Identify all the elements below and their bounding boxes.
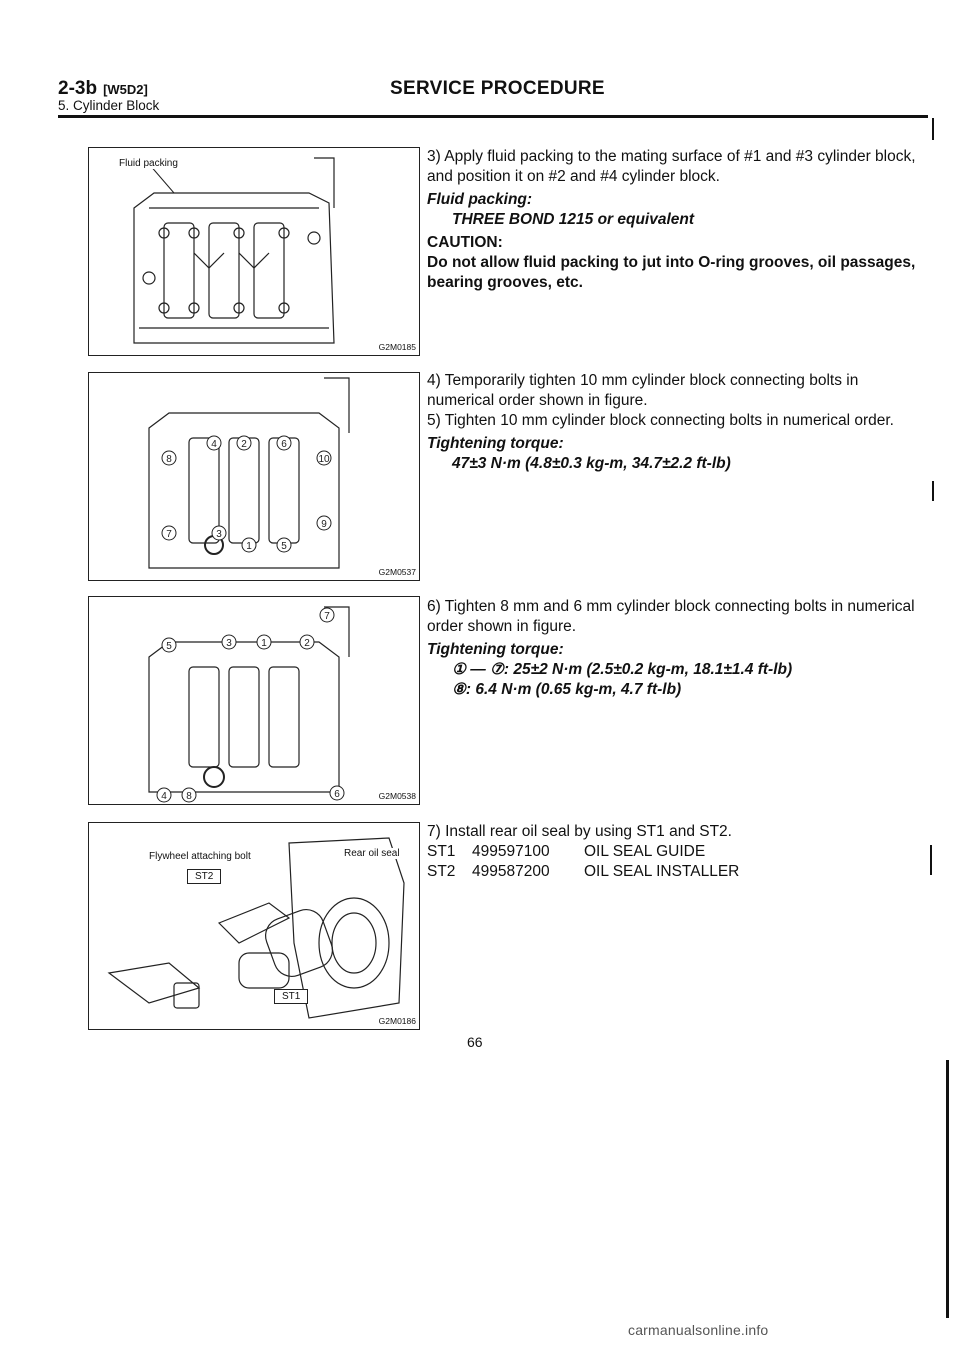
figure-rear-oil-seal: Flywheel attaching bolt Rear oil seal ST… <box>88 822 420 1030</box>
tool-id: ST1 <box>427 843 456 860</box>
tool-name: OIL SEAL INSTALLER <box>584 863 740 880</box>
step-7: 7) Install rear oil seal by using ST1 an… <box>427 822 927 882</box>
step-5-text: 5) Tighten 10 mm cylinder block connecti… <box>427 412 894 429</box>
tool-row: ST1 499597100 OIL SEAL GUIDE <box>427 842 927 862</box>
bolt-number: 4 <box>211 439 217 450</box>
bolt-number: 8 <box>166 454 172 465</box>
caution-label: CAUTION: <box>427 234 503 251</box>
tool-part: 499597100 <box>472 843 550 860</box>
cylinder-block-diagram-2: 8 4 2 6 10 7 3 1 5 9 <box>148 377 350 569</box>
section-tag: [W5D2] <box>103 82 148 97</box>
cylinder-block-diagram-3: 7 5 3 1 2 4 8 6 <box>148 606 350 803</box>
torque-label: Tightening torque: <box>427 435 564 452</box>
tool-id: ST2 <box>427 863 456 880</box>
oil-seal-install-diagram <box>107 837 405 1019</box>
spec-label: Fluid packing: <box>427 191 533 208</box>
section-code: 2-3b[W5D2] <box>58 78 148 99</box>
label-flywheel-bolt: Flywheel attaching bolt <box>149 851 251 862</box>
tool-row: ST2 499587200 OIL SEAL INSTALLER <box>427 862 927 882</box>
bolt-number: 6 <box>281 439 287 450</box>
bolt-number: 3 <box>226 638 232 649</box>
figure-code: G2M0537 <box>378 567 416 577</box>
tool-part: 499587200 <box>472 863 550 880</box>
margin-mark <box>930 845 932 875</box>
torque-value: 47±3 N·m (4.8±0.3 kg-m, 34.7±2.2 ft-lb) <box>452 455 731 472</box>
step-3: 3) Apply fluid packing to the mating sur… <box>427 147 927 293</box>
step-6: 6) Tighten 8 mm and 6 mm cylinder block … <box>427 597 927 700</box>
bolt-number: 4 <box>161 791 167 802</box>
section-subtitle: 5. Cylinder Block <box>58 98 160 113</box>
label-st2: ST2 <box>187 869 222 884</box>
bolt-number: 2 <box>304 638 310 649</box>
bolt-number: 8 <box>186 791 192 802</box>
figure-code: G2M0538 <box>378 791 416 801</box>
bolt-number: 10 <box>318 454 330 465</box>
spec-value: THREE BOND 1215 or equivalent <box>452 211 695 228</box>
bolt-number: 3 <box>216 529 222 540</box>
margin-mark <box>932 481 934 501</box>
step-4-text: 4) Temporarily tighten 10 mm cylinder bl… <box>427 372 859 409</box>
bolt-number: 5 <box>281 541 287 552</box>
bolt-number: 5 <box>166 641 172 652</box>
caution-text: Do not allow fluid packing to jut into O… <box>427 254 916 291</box>
label-st1: ST1 <box>274 989 309 1004</box>
bolt-number: 6 <box>334 789 340 800</box>
margin-mark <box>932 118 934 140</box>
torque-value-1-7: ① — ⑦: 25±2 N·m (2.5±0.2 kg-m, 18.1±1.4 … <box>452 661 793 678</box>
margin-mark <box>946 1060 949 1318</box>
figure-code: G2M0185 <box>378 342 416 352</box>
step-3-text: 3) Apply fluid packing to the mating sur… <box>427 148 916 185</box>
header-rule <box>58 115 928 118</box>
bolt-number: 7 <box>324 611 330 622</box>
cylinder-block-diagram-1 <box>133 157 335 344</box>
bolt-number: 7 <box>166 529 172 540</box>
label-rear-oil-seal: Rear oil seal <box>344 848 400 859</box>
watermark: carmanualsonline.info <box>628 1322 769 1338</box>
torque-label: Tightening torque: <box>427 641 564 658</box>
label-fluid-packing: Fluid packing <box>119 158 178 169</box>
step-7-text: 7) Install rear oil seal by using ST1 an… <box>427 823 732 840</box>
bolt-number: 1 <box>246 541 252 552</box>
step-6-text: 6) Tighten 8 mm and 6 mm cylinder block … <box>427 598 915 635</box>
figure-bolt-order-8-6mm: 7 5 3 1 2 4 8 6 G2M0538 <box>88 596 420 805</box>
figure-fluid-packing: Fluid packing G2M0185 <box>88 147 420 356</box>
bolt-number: 2 <box>241 439 247 450</box>
page-number: 66 <box>467 1034 483 1050</box>
page-title: SERVICE PROCEDURE <box>390 78 605 99</box>
figure-bolt-order-10mm: 8 4 2 6 10 7 3 1 5 9 G2M0537 <box>88 372 420 581</box>
bolt-number: 1 <box>261 638 267 649</box>
figure-code: G2M0186 <box>378 1016 416 1026</box>
bolt-number: 9 <box>321 519 327 530</box>
step-4-5: 4) Temporarily tighten 10 mm cylinder bl… <box>427 371 927 474</box>
tool-name: OIL SEAL GUIDE <box>584 843 706 860</box>
torque-value-8: ⑧: 6.4 N·m (0.65 kg-m, 4.7 ft-lb) <box>452 681 682 698</box>
